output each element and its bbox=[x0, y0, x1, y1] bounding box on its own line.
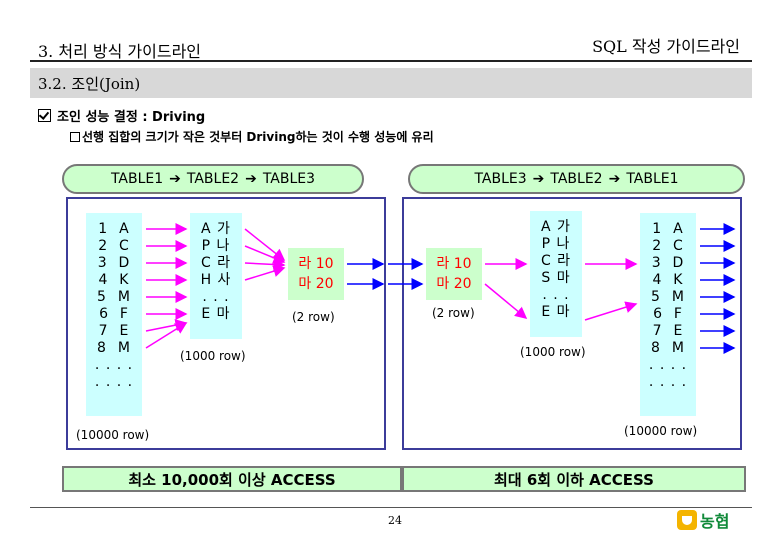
right-table3-rows: 라 10 마 20 bbox=[436, 256, 472, 292]
left-table1-rows: 1 A 2 C 3 D 4 K 5 M 6 F 7 E 8 M . . . . … bbox=[94, 221, 134, 390]
left-order-table-1: TABLE1 bbox=[110, 171, 164, 187]
main-bullet: 조인 성능 결정 : Driving bbox=[38, 106, 205, 125]
left-result-text: 최소 10,000회 이상 ACCESS bbox=[128, 470, 336, 489]
right-arrows-2-to-1 bbox=[584, 258, 638, 321]
left-table3-row-count: (2 row) bbox=[292, 310, 335, 324]
logo-icon bbox=[677, 510, 697, 530]
right-result-bar: 최대 6회 이하 ACCESS bbox=[402, 466, 746, 492]
arrow bbox=[484, 283, 528, 319]
logo-text: 농협 bbox=[700, 512, 730, 531]
right-arrow-icon: ➔ bbox=[245, 171, 257, 187]
right-join-order-banner: TABLE3 ➔ TABLE2 ➔ TABLE1 bbox=[408, 164, 745, 194]
left-order-table-3: TABLE3 bbox=[262, 171, 316, 187]
right-arrow-icon: ➔ bbox=[608, 171, 621, 187]
left-table1-column: 1 A 2 C 3 D 4 K 5 M 6 F 7 E 8 M . . . . … bbox=[86, 213, 142, 416]
right-arrows-3-to-2 bbox=[484, 258, 528, 319]
left-table3-column: 라 10 마 20 bbox=[288, 248, 344, 300]
arrow bbox=[244, 265, 286, 281]
arrow bbox=[244, 228, 286, 261]
right-table2-column: A 가 P 나 C 라 S 마 . . . E 마 bbox=[530, 211, 582, 337]
page-number: 24 bbox=[388, 514, 402, 527]
right-order-table-1: TABLE3 bbox=[474, 171, 527, 187]
right-table3-row-count: (2 row) bbox=[432, 306, 475, 320]
right-arrow-icon: ➔ bbox=[532, 171, 545, 187]
sub-bullet-text: 선행 집합의 크기가 작은 것부터 Driving하는 것이 수행 성능에 유리 bbox=[82, 130, 434, 144]
left-arrows-1-to-2 bbox=[145, 223, 188, 349]
right-table3-column: 라 10 마 20 bbox=[426, 248, 482, 300]
right-arrows-input bbox=[388, 258, 424, 290]
section-chapter-title: 3. 처리 방식 가이드라인 bbox=[38, 42, 202, 61]
right-arrow-icon: ➔ bbox=[169, 171, 181, 187]
left-table3-rows: 라 10 마 20 bbox=[298, 256, 334, 292]
right-order-table-3: TABLE1 bbox=[626, 171, 679, 187]
square-bullet-icon bbox=[70, 131, 80, 142]
right-table1-rows: 1 A 2 C 3 D 4 K 5 M 6 F 7 E 8 M . . . . … bbox=[648, 221, 688, 390]
arrow bbox=[244, 245, 286, 264]
right-table2-rows: A 가 P 나 C 라 S 마 . . . E 마 bbox=[540, 219, 572, 320]
company-logo: 농협 bbox=[677, 508, 729, 532]
left-order-table-2: TABLE2 bbox=[186, 171, 240, 187]
header-divider bbox=[30, 60, 752, 62]
left-result-bar: 최소 10,000회 이상 ACCESS bbox=[62, 466, 402, 492]
arrow bbox=[584, 301, 638, 321]
left-table2-row-count: (1000 row) bbox=[180, 349, 246, 363]
section-bar bbox=[30, 68, 752, 98]
footer-divider bbox=[30, 507, 752, 508]
left-table2-rows: A 가 P 나 C 라 H 사 . . . E 마 bbox=[200, 221, 232, 322]
left-table1-row-count: (10000 row) bbox=[76, 428, 150, 442]
document-title: SQL 작성 가이드라인 bbox=[592, 37, 740, 56]
section-title: 3.2. 조인(Join) bbox=[38, 75, 141, 93]
arrow bbox=[145, 322, 188, 349]
main-bullet-text: 조인 성능 결정 : Driving bbox=[57, 110, 206, 125]
sub-bullet: 선행 집합의 크기가 작은 것부터 Driving하는 것이 수행 성능에 유리 bbox=[70, 128, 434, 145]
arrow bbox=[244, 258, 286, 271]
right-arrows-output bbox=[700, 223, 736, 354]
left-arrows-2-to-3 bbox=[244, 228, 286, 281]
right-result-text: 최대 6회 이하 ACCESS bbox=[494, 470, 654, 489]
right-table1-row-count: (10000 row) bbox=[624, 424, 698, 438]
right-table1-column: 1 A 2 C 3 D 4 K 5 M 6 F 7 E 8 M . . . . … bbox=[640, 213, 696, 416]
left-table2-column: A 가 P 나 C 라 H 사 . . . E 마 bbox=[190, 213, 242, 339]
right-table2-row-count: (1000 row) bbox=[520, 345, 586, 359]
right-order-table-2: TABLE2 bbox=[550, 171, 603, 187]
left-arrows-output bbox=[347, 258, 385, 290]
checkbox-checked-icon bbox=[38, 109, 51, 122]
left-join-order-banner: TABLE1 ➔ TABLE2 ➔ TABLE3 bbox=[62, 164, 364, 194]
